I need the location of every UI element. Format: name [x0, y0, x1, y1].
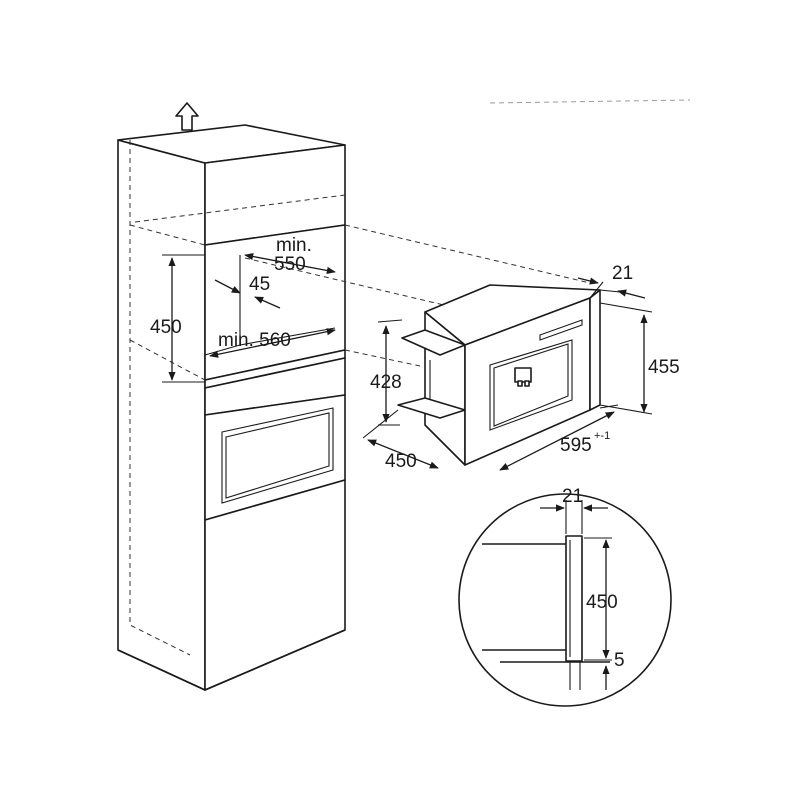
detail-gap-label: 5 — [614, 650, 625, 671]
frame-thickness-label: 21 — [612, 263, 633, 284]
tall-cabinet — [117, 124, 346, 691]
appliance-depth-arrow — [367, 439, 439, 469]
appliance-control-bar — [539, 319, 583, 341]
up-arrow-icon — [175, 102, 199, 131]
niche-min-label: min. — [276, 235, 312, 256]
appliance-width-label: 595 — [560, 435, 592, 456]
appliance-width-tolerance: +-1 — [594, 430, 610, 442]
niche-offset-arrow-left — [214, 279, 241, 294]
detail-frame-profile — [565, 535, 583, 662]
detail-height-label: 450 — [586, 592, 618, 613]
niche-offset-arrow-right — [254, 296, 281, 309]
oven-window-inner — [225, 412, 330, 499]
appliance-front-height-label: 455 — [648, 357, 680, 378]
appliance-dimensions: 428 450 595 +-1 455 21 — [362, 263, 680, 472]
niche-height-label: 450 — [150, 317, 182, 338]
niche-width-label: 550 — [274, 254, 306, 275]
niche-width-arrow — [244, 252, 336, 275]
niche-offset-label: 45 — [249, 274, 270, 295]
cabinet-side-panel — [117, 139, 206, 691]
detail-view: 21 450 5 — [458, 486, 672, 707]
frame-thickness-arrow-right — [617, 289, 646, 299]
niche-depth-arrow — [209, 328, 336, 358]
appliance-window-inner — [493, 343, 569, 427]
appliance-width-arrow — [499, 411, 615, 471]
appliance-window — [489, 339, 573, 431]
detail-frame-label: 21 — [562, 486, 583, 507]
niche-depth-label: min. 560 — [218, 330, 291, 351]
appliance-spout — [514, 367, 532, 383]
detail-circle — [458, 493, 672, 707]
oven-window — [221, 407, 334, 504]
niche-dimensions: 450 min. 550 45 min. 560 — [150, 235, 336, 383]
appliance-front-edge — [589, 289, 601, 411]
frame-thickness-arrow-left — [577, 277, 599, 285]
cabinet-plinth — [117, 629, 346, 691]
appliance-side-height-label: 428 — [370, 372, 402, 393]
appliance-depth-label: 450 — [385, 451, 417, 472]
cabinet-hidden-shelf-top — [129, 224, 206, 246]
